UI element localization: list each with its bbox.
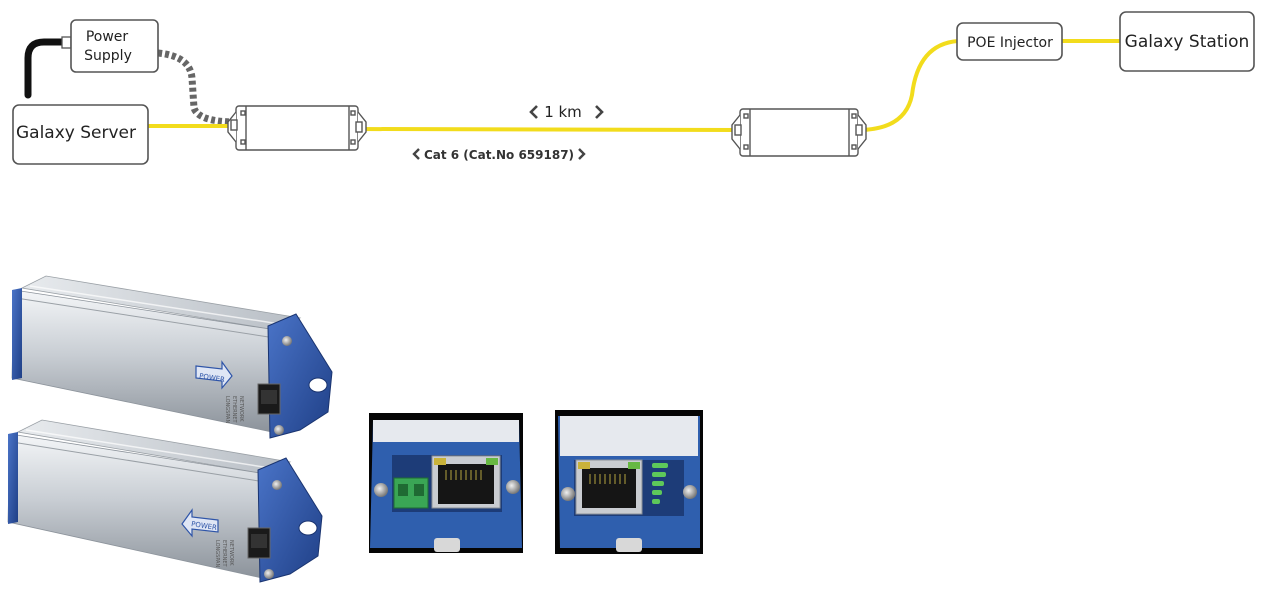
closeup-photo-led-port: [555, 410, 703, 554]
led-bar: [652, 463, 668, 468]
led-bar: [652, 490, 662, 495]
extender-photo-bottom: POWER LONGSPAN ETHERNET NETWORK: [7, 419, 323, 583]
distance-annotation: 1 km: [529, 103, 604, 121]
chevron-right-icon: [578, 148, 586, 160]
chevron-right-icon: [595, 105, 604, 119]
extender-outline-right: [731, 108, 867, 157]
network-label-bottom-2: ETHERNET: [221, 540, 227, 568]
power-plug: [61, 36, 72, 49]
led-bar: [652, 481, 664, 486]
power-supply-label-line1: Power: [86, 29, 129, 45]
galaxy-station-box: Galaxy Station: [1119, 11, 1255, 72]
dashed-power-line: [157, 49, 233, 126]
network-label-bottom-1: LONGSPAN: [214, 540, 220, 567]
network-label-top-1: LONGSPAN: [224, 396, 230, 423]
galaxy-server-box: Galaxy Server: [12, 104, 149, 165]
poe-injector-box: POE Injector: [956, 22, 1063, 61]
cable-type-label: Cat 6 (Cat.No 659187): [424, 148, 574, 162]
distance-label: 1 km: [544, 103, 582, 121]
galaxy-station-label: Galaxy Station: [1125, 32, 1250, 52]
injector-cable: [857, 39, 959, 132]
extender-outline-left: [227, 105, 367, 151]
network-label-bottom-3: NETWORK: [228, 540, 234, 566]
cable-type-annotation: Cat 6 (Cat.No 659187): [412, 148, 586, 162]
power-supply-label-line2: Supply: [84, 48, 132, 64]
poe-injector-label: POE Injector: [967, 35, 1053, 51]
galaxy-server-label: Galaxy Server: [16, 123, 136, 143]
network-label-top-2: ETHERNET: [231, 396, 237, 424]
extender-photo-top: POWER LONGSPAN ETHERNET NETWORK: [11, 275, 333, 439]
led-bar: [652, 499, 660, 504]
power-supply-box: Power Supply: [70, 19, 159, 73]
network-label-top-3: NETWORK: [238, 396, 244, 422]
closeup-photo-power-port: [369, 413, 523, 553]
led-bar: [652, 472, 666, 477]
power-badge-top: POWER: [199, 372, 226, 384]
power-badge-bottom: POWER: [191, 520, 218, 532]
cat6-cable: [357, 127, 739, 132]
chevron-left-icon: [412, 148, 420, 160]
chevron-left-icon: [529, 105, 538, 119]
power-cord: [24, 38, 68, 99]
